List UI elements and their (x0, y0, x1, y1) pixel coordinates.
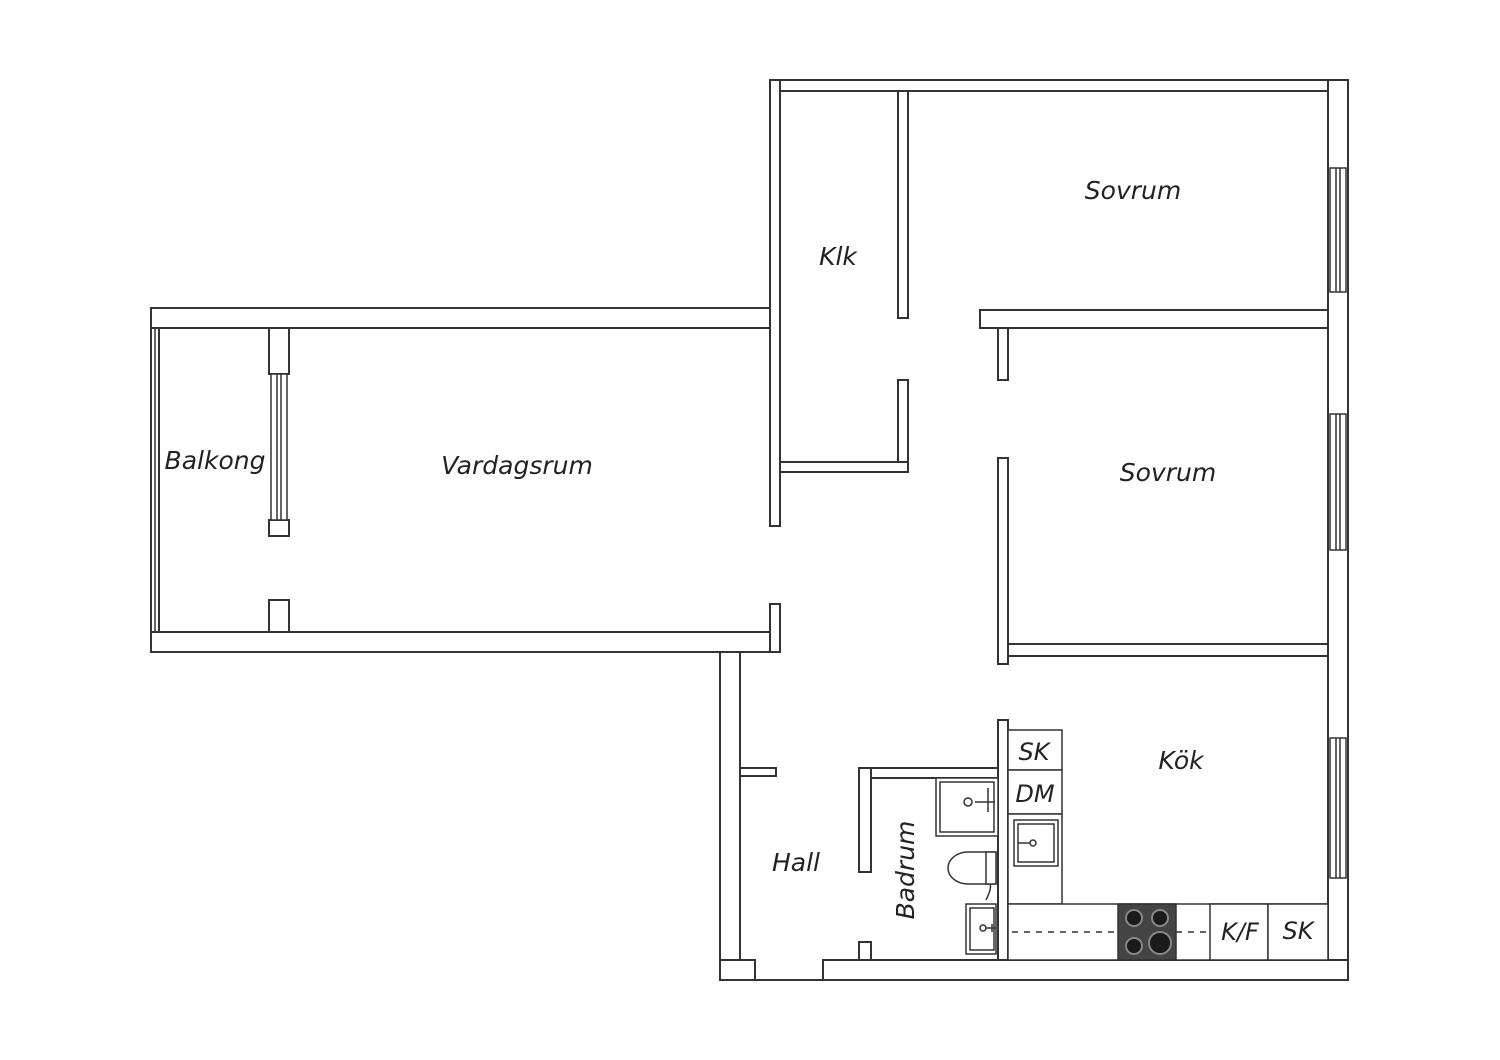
kitchen-fixtures (1007, 729, 1329, 961)
stove-burner-1 (1125, 909, 1143, 927)
fixture-label-sk-lower: SK (1283, 917, 1316, 945)
cabinet-sk-lower (1267, 903, 1329, 961)
outer-wall-boundary (150, 79, 1349, 981)
room-labels: Balkong Vardagsrum Klk Sovrum Sovrum Kök… (165, 176, 1217, 919)
wall-bedroom-stub (997, 327, 1009, 381)
cabinet-sk-upper (1007, 729, 1063, 771)
stove (1117, 903, 1177, 961)
wall-bottom-right (822, 959, 1349, 981)
bath-sink-faucet (986, 924, 996, 932)
fixture-label-dm: DM (1015, 780, 1054, 808)
windows (154, 167, 1347, 879)
stove-burner-4 (1148, 931, 1172, 955)
room-label-hall: Hall (772, 848, 820, 877)
window-kitchen (1329, 737, 1347, 879)
toilet-icon (947, 851, 997, 885)
wall-living-bottom (150, 631, 781, 653)
room-label-balkong: Balkong (165, 446, 266, 475)
fixture-labels: SK DM K/F SK (1015, 738, 1315, 946)
kitchen-sink-drain (1029, 839, 1037, 847)
wall-living-top (150, 307, 781, 329)
wall-balcony-partition-bottom (268, 599, 290, 633)
walls (150, 79, 1349, 981)
wall-bath-top (858, 767, 999, 779)
fixture-label-sk-upper: SK (1019, 738, 1052, 766)
fixture-label-kf: K/F (1221, 918, 1260, 946)
wall-hall-niche (739, 767, 777, 777)
wall-closet-right-top (897, 90, 909, 319)
stove-burner-2 (1151, 909, 1169, 927)
window-sovrum-upper (1329, 167, 1347, 293)
wall-bath-left-bottom (858, 941, 872, 961)
bathroom-fixtures (935, 777, 999, 955)
toilet-tank (985, 851, 997, 885)
window-balcony (270, 373, 288, 521)
room-label-klk: Klk (819, 242, 858, 271)
shower-inner (939, 781, 995, 833)
room-label-vardagsrum: Vardagsrum (441, 451, 593, 480)
wall-bath-left-top (858, 767, 872, 873)
wall-closet-bottom (779, 461, 909, 473)
window-sovrum-middle (1329, 413, 1347, 551)
room-label-kok: Kök (1158, 746, 1205, 775)
wall-bedroom2-left (997, 457, 1009, 665)
room-label-sovrum-middle: Sovrum (1120, 458, 1216, 487)
room-label-badrum: Badrum (891, 821, 920, 920)
wall-bedroom-separator (979, 309, 1329, 329)
wall-kitchen-left (997, 719, 1009, 961)
shower-drain (963, 797, 973, 807)
wall-balcony-partition-mid (268, 519, 290, 537)
wall-bottom-left (719, 959, 756, 981)
wall-living-right-lower (769, 603, 781, 653)
wall-closet-left (769, 79, 781, 527)
room-label-sovrum-upper: Sovrum (1085, 176, 1181, 205)
wall-bedroom2-bottom (1007, 643, 1329, 657)
wall-hall-left (719, 651, 741, 961)
bath-sink-drain (979, 924, 987, 932)
wall-closet-right-bottom (897, 379, 909, 473)
floor-drain-icon (985, 883, 992, 901)
stove-burner-3 (1125, 937, 1143, 955)
cabinet-dm (1007, 769, 1063, 815)
wall-balcony-partition-top (268, 327, 290, 375)
wall-top (769, 79, 1349, 92)
